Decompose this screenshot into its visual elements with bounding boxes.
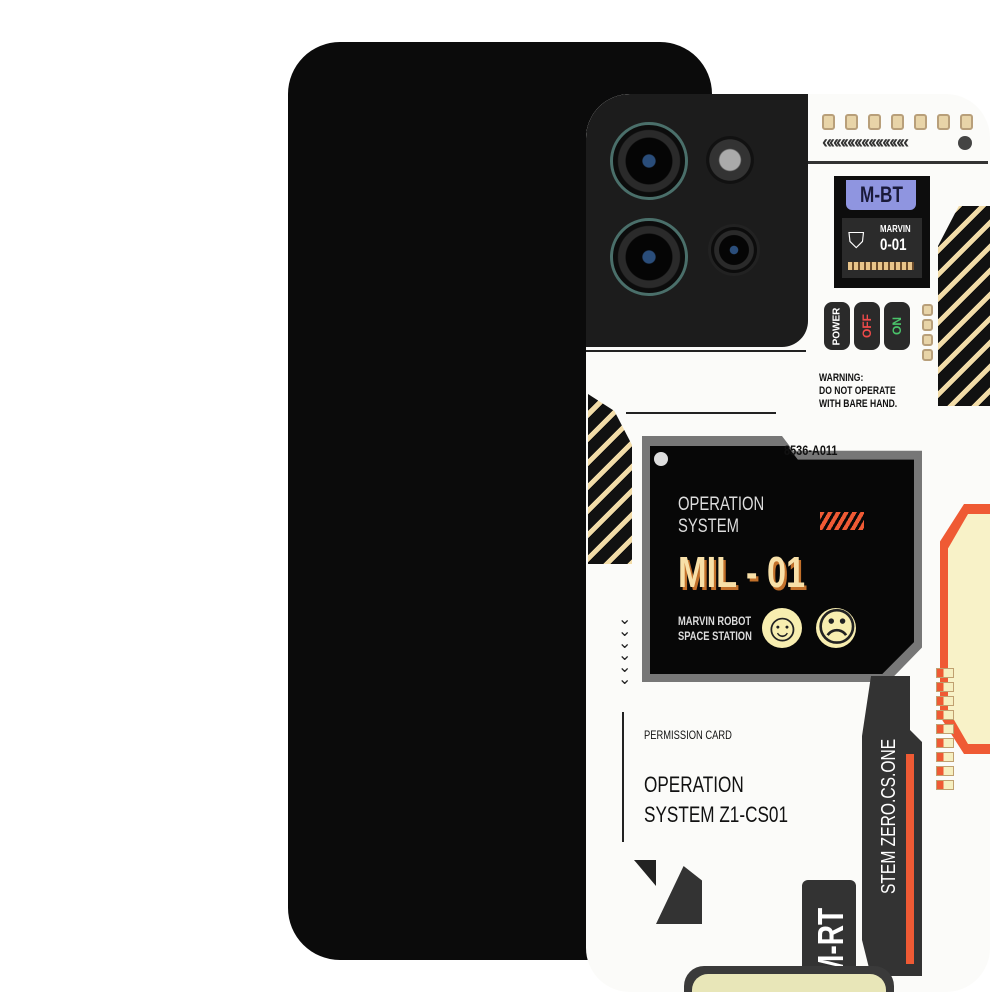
bolt-shield-icon: ⛉ — [848, 228, 865, 253]
hazard-stripes-right — [938, 206, 990, 406]
model-title: MIL - 01 — [678, 548, 806, 597]
happy-face-icon: ☺ — [762, 606, 803, 650]
permission-card-label: PERMISSION CARD — [644, 728, 732, 742]
corner-block — [634, 860, 656, 886]
hazard-mini-stripes — [820, 512, 864, 530]
on-switch: ON — [884, 302, 910, 350]
chip-contacts — [848, 262, 914, 270]
circuit-line — [622, 712, 624, 842]
tertiary-lens-icon — [708, 224, 760, 276]
radiation-icon — [654, 452, 668, 466]
sad-face-icon: ☹ — [816, 606, 858, 650]
bottom-tab-inner — [692, 974, 886, 992]
phone-case: «««««««««««« M-BT ⛉ MARVIN 0-01 POWER OF… — [288, 42, 990, 992]
power-label: POWER — [824, 302, 850, 350]
corner-block — [656, 866, 702, 924]
chip-name: MARVIN — [880, 224, 911, 235]
mrt-text: M-RT — [810, 907, 851, 978]
chip-code: 0-01 — [880, 235, 907, 254]
camera-module — [586, 94, 808, 347]
flash-icon — [706, 136, 754, 184]
chip-title: M-BT — [846, 180, 916, 210]
serial-number: 8536-A011 — [784, 442, 838, 458]
chevron-column-icon: ⌄⌄⌄⌄⌄⌄ — [618, 611, 631, 688]
mbt-chip: M-BT ⛉ MARVIN 0-01 — [834, 176, 930, 288]
main-lens-icon — [610, 122, 688, 200]
hazard-stripes-left — [588, 394, 632, 564]
secondary-lens-icon — [610, 218, 688, 296]
circuit-line — [586, 350, 806, 352]
orange-bar — [906, 754, 914, 964]
hex-panel-inner — [948, 514, 990, 744]
circuit-line — [626, 412, 776, 414]
stem-text: STEM ZERO.CS.ONE — [878, 738, 900, 894]
chip-label: ⛉ MARVIN 0-01 — [842, 218, 922, 278]
screw-icon — [958, 136, 972, 150]
chevron-row-icon: «««««««««««« — [822, 132, 909, 152]
case-back-print: «««««««««««« M-BT ⛉ MARVIN 0-01 POWER OF… — [586, 94, 990, 992]
divider-line — [808, 161, 988, 164]
off-switch: OFF — [854, 302, 880, 350]
